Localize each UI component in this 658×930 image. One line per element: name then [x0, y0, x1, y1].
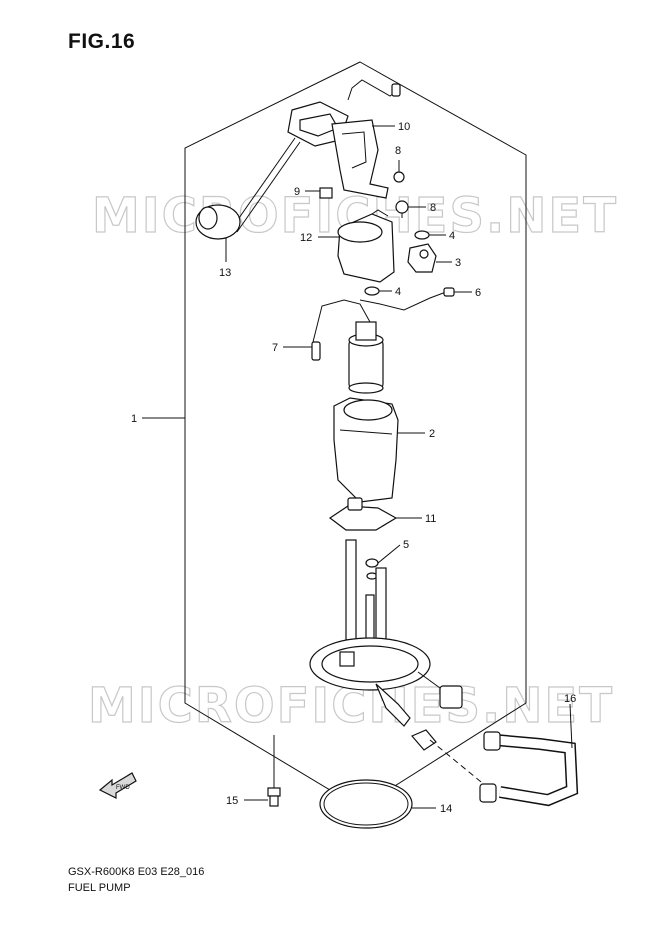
bolt-part-15: [267, 735, 281, 807]
gasket-part-14: [319, 779, 413, 829]
callout-5: 5: [403, 539, 409, 551]
wire-harness-part-7: [311, 299, 371, 361]
callout-7: 7: [272, 342, 278, 354]
pump-cover-part-12: [337, 209, 395, 283]
clip-part-9: [319, 187, 333, 199]
callout-1: 1: [131, 413, 137, 425]
callout-4b: 4: [395, 286, 401, 298]
callout-6: 6: [475, 287, 481, 299]
bracket-part-10: [331, 119, 389, 199]
callout-14: 14: [440, 803, 452, 815]
callout-2: 2: [429, 428, 435, 440]
model-code: GSX-R600K8 E03 E28_016: [68, 866, 205, 878]
fuel-hose-part-16: [479, 731, 579, 807]
callout-13: 13: [219, 267, 231, 279]
callout-11: 11: [425, 513, 436, 525]
callout-15: 15: [226, 795, 238, 807]
callout-3: 3: [455, 257, 461, 269]
diagram-name: FUEL PUMP: [68, 882, 131, 894]
filter-part-11: [328, 497, 398, 531]
pump-case-part-2: [333, 397, 399, 503]
lead-wire-part-6: [359, 287, 455, 311]
float-part-13: [195, 137, 301, 240]
hose-guide-line: [429, 739, 487, 787]
pump-base-plate: [309, 539, 463, 727]
hose-connector: [411, 729, 437, 751]
fwd-arrow-icon: FWD: [98, 772, 137, 799]
bolt-part-8a: [393, 171, 405, 183]
fwd-label: FWD: [116, 785, 130, 791]
callout-10: 10: [398, 121, 410, 133]
sender-unit: [287, 79, 401, 147]
callout-4a: 4: [449, 230, 455, 242]
callout-8b: 8: [430, 202, 436, 214]
regulator-part-3: [407, 243, 437, 273]
leader-lines: [142, 125, 573, 809]
o-ring-part-5: [365, 558, 379, 580]
o-ring-part-4a: [414, 230, 430, 240]
fuel-pump-motor: [348, 321, 384, 394]
o-ring-part-4b: [364, 286, 380, 296]
callout-9: 9: [294, 186, 300, 198]
callout-16: 16: [564, 693, 576, 705]
callout-12: 12: [300, 232, 312, 244]
callout-8a: 8: [395, 145, 401, 157]
figure-title: FIG.16: [68, 30, 136, 53]
